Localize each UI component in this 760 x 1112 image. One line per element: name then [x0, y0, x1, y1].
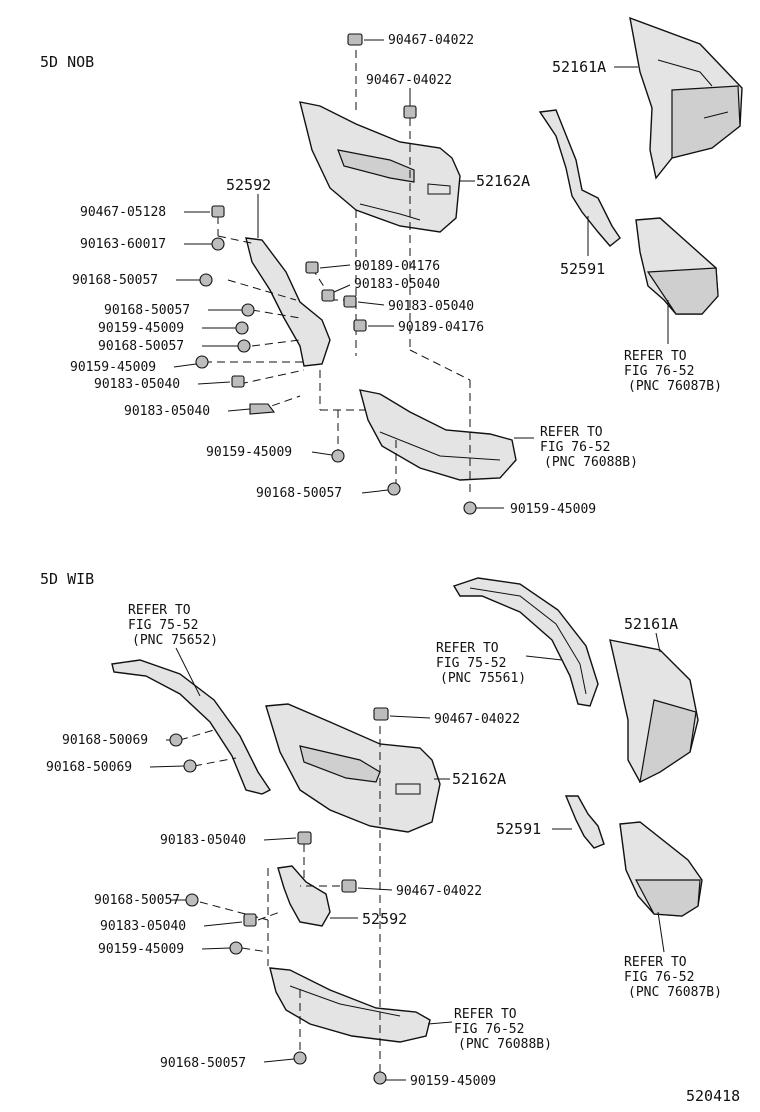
- refer-line1-76088b-nob: REFER TO: [540, 425, 603, 440]
- label-90168-50057-b: 90168-50057: [104, 303, 190, 318]
- label-90168-50069-a: 90168-50069: [62, 733, 148, 748]
- refer-fig-76087b-wib: FIG 76-52: [624, 970, 694, 985]
- label-90467-04022-d: 90467-04022: [396, 884, 482, 899]
- part-52592-nob: [245, 237, 331, 367]
- part-fender-flare-75652: [111, 659, 272, 795]
- label-90183-05040-d: 90183-05040: [388, 299, 474, 314]
- refer-pnc-75652: (PNC 75652): [132, 633, 218, 648]
- diagram-id: 520418: [686, 1087, 740, 1105]
- refer-pnc-76088b-nob: (PNC 76088B): [544, 455, 638, 470]
- refer-fig-75652: FIG 75-52: [128, 618, 198, 633]
- label-52591-nob: 52591: [560, 260, 605, 278]
- label-90168-50057-f: 90168-50057: [160, 1056, 246, 1071]
- refer-fig-76087b-nob: FIG 76-52: [624, 364, 694, 379]
- refer-pnc-76088b-wib: (PNC 76088B): [458, 1037, 552, 1052]
- label-52162a-nob: 52162A: [476, 172, 530, 190]
- part-52591-nob: [538, 109, 621, 247]
- refer-line1-75561: REFER TO: [436, 641, 499, 656]
- label-90183-05040-a: 90183-05040: [94, 377, 180, 392]
- label-90189-04176-b: 90189-04176: [398, 320, 484, 335]
- label-90183-05040-f: 90183-05040: [100, 919, 186, 934]
- refer-line1-76087b-nob: REFER TO: [624, 349, 687, 364]
- label-52161a-wib: 52161A: [624, 615, 678, 633]
- part-extension-lower-nob: [635, 217, 719, 315]
- refer-line1-76088b-wib: REFER TO: [454, 1007, 517, 1022]
- part-52591-wib: [564, 795, 605, 849]
- label-90467-05128: 90467-05128: [80, 205, 166, 220]
- part-lower-bumper-nob: [359, 389, 517, 481]
- label-90168-50057-c: 90168-50057: [98, 339, 184, 354]
- label-90159-45009-b: 90159-45009: [70, 360, 156, 375]
- label-90467-04022-c: 90467-04022: [434, 712, 520, 727]
- part-wheel-arch-75561: [452, 577, 599, 707]
- part-lower-bumper-wib: [269, 967, 431, 1043]
- label-90189-04176-a: 90189-04176: [354, 259, 440, 274]
- refer-pnc-76087b-nob: (PNC 76087B): [628, 379, 722, 394]
- label-90168-50069-b: 90168-50069: [46, 760, 132, 775]
- label-90168-50057-a: 90168-50057: [72, 273, 158, 288]
- part-52592-wib: [277, 865, 331, 927]
- label-90467-04022-b: 90467-04022: [366, 73, 452, 88]
- section-title-nob: 5D NOB: [40, 53, 94, 71]
- part-52161a-nob: [629, 16, 743, 180]
- label-90467-04022-a: 90467-04022: [388, 33, 474, 48]
- refer-fig-75561: FIG 75-52: [436, 656, 506, 671]
- refer-line1-76087b-wib: REFER TO: [624, 955, 687, 970]
- part-52162a-nob: [299, 101, 461, 233]
- label-90183-05040-b: 90183-05040: [124, 404, 210, 419]
- label-52162a-wib: 52162A: [452, 770, 506, 788]
- label-90159-45009-a: 90159-45009: [98, 321, 184, 336]
- label-52592-wib: 52592: [362, 910, 407, 928]
- label-90159-45009-e: 90159-45009: [98, 942, 184, 957]
- label-90168-50057-e: 90168-50057: [94, 893, 180, 908]
- refer-pnc-76087b-wib: (PNC 76087B): [628, 985, 722, 1000]
- label-90183-05040-e: 90183-05040: [160, 833, 246, 848]
- section-title-wib: 5D WIB: [40, 570, 94, 588]
- label-90168-50057-d: 90168-50057: [256, 486, 342, 501]
- part-52162a-wib: [265, 703, 441, 833]
- label-52592-nob: 52592: [226, 176, 271, 194]
- refer-fig-76088b-nob: FIG 76-52: [540, 440, 610, 455]
- label-90159-45009-c: 90159-45009: [206, 445, 292, 460]
- label-90163-60017: 90163-60017: [80, 237, 166, 252]
- label-90159-45009-f: 90159-45009: [410, 1074, 496, 1089]
- part-52161a-wib: [609, 639, 699, 784]
- label-90159-45009-d: 90159-45009: [510, 502, 596, 517]
- label-90183-05040-c: 90183-05040: [354, 277, 440, 292]
- label-52161a-nob: 52161A: [552, 58, 606, 76]
- part-extension-lower-wib: [619, 821, 703, 917]
- label-52591-wib: 52591: [496, 820, 541, 838]
- refer-fig-76088b-wib: FIG 76-52: [454, 1022, 524, 1037]
- refer-pnc-75561: (PNC 75561): [440, 671, 526, 686]
- refer-line1-75652: REFER TO: [128, 603, 191, 618]
